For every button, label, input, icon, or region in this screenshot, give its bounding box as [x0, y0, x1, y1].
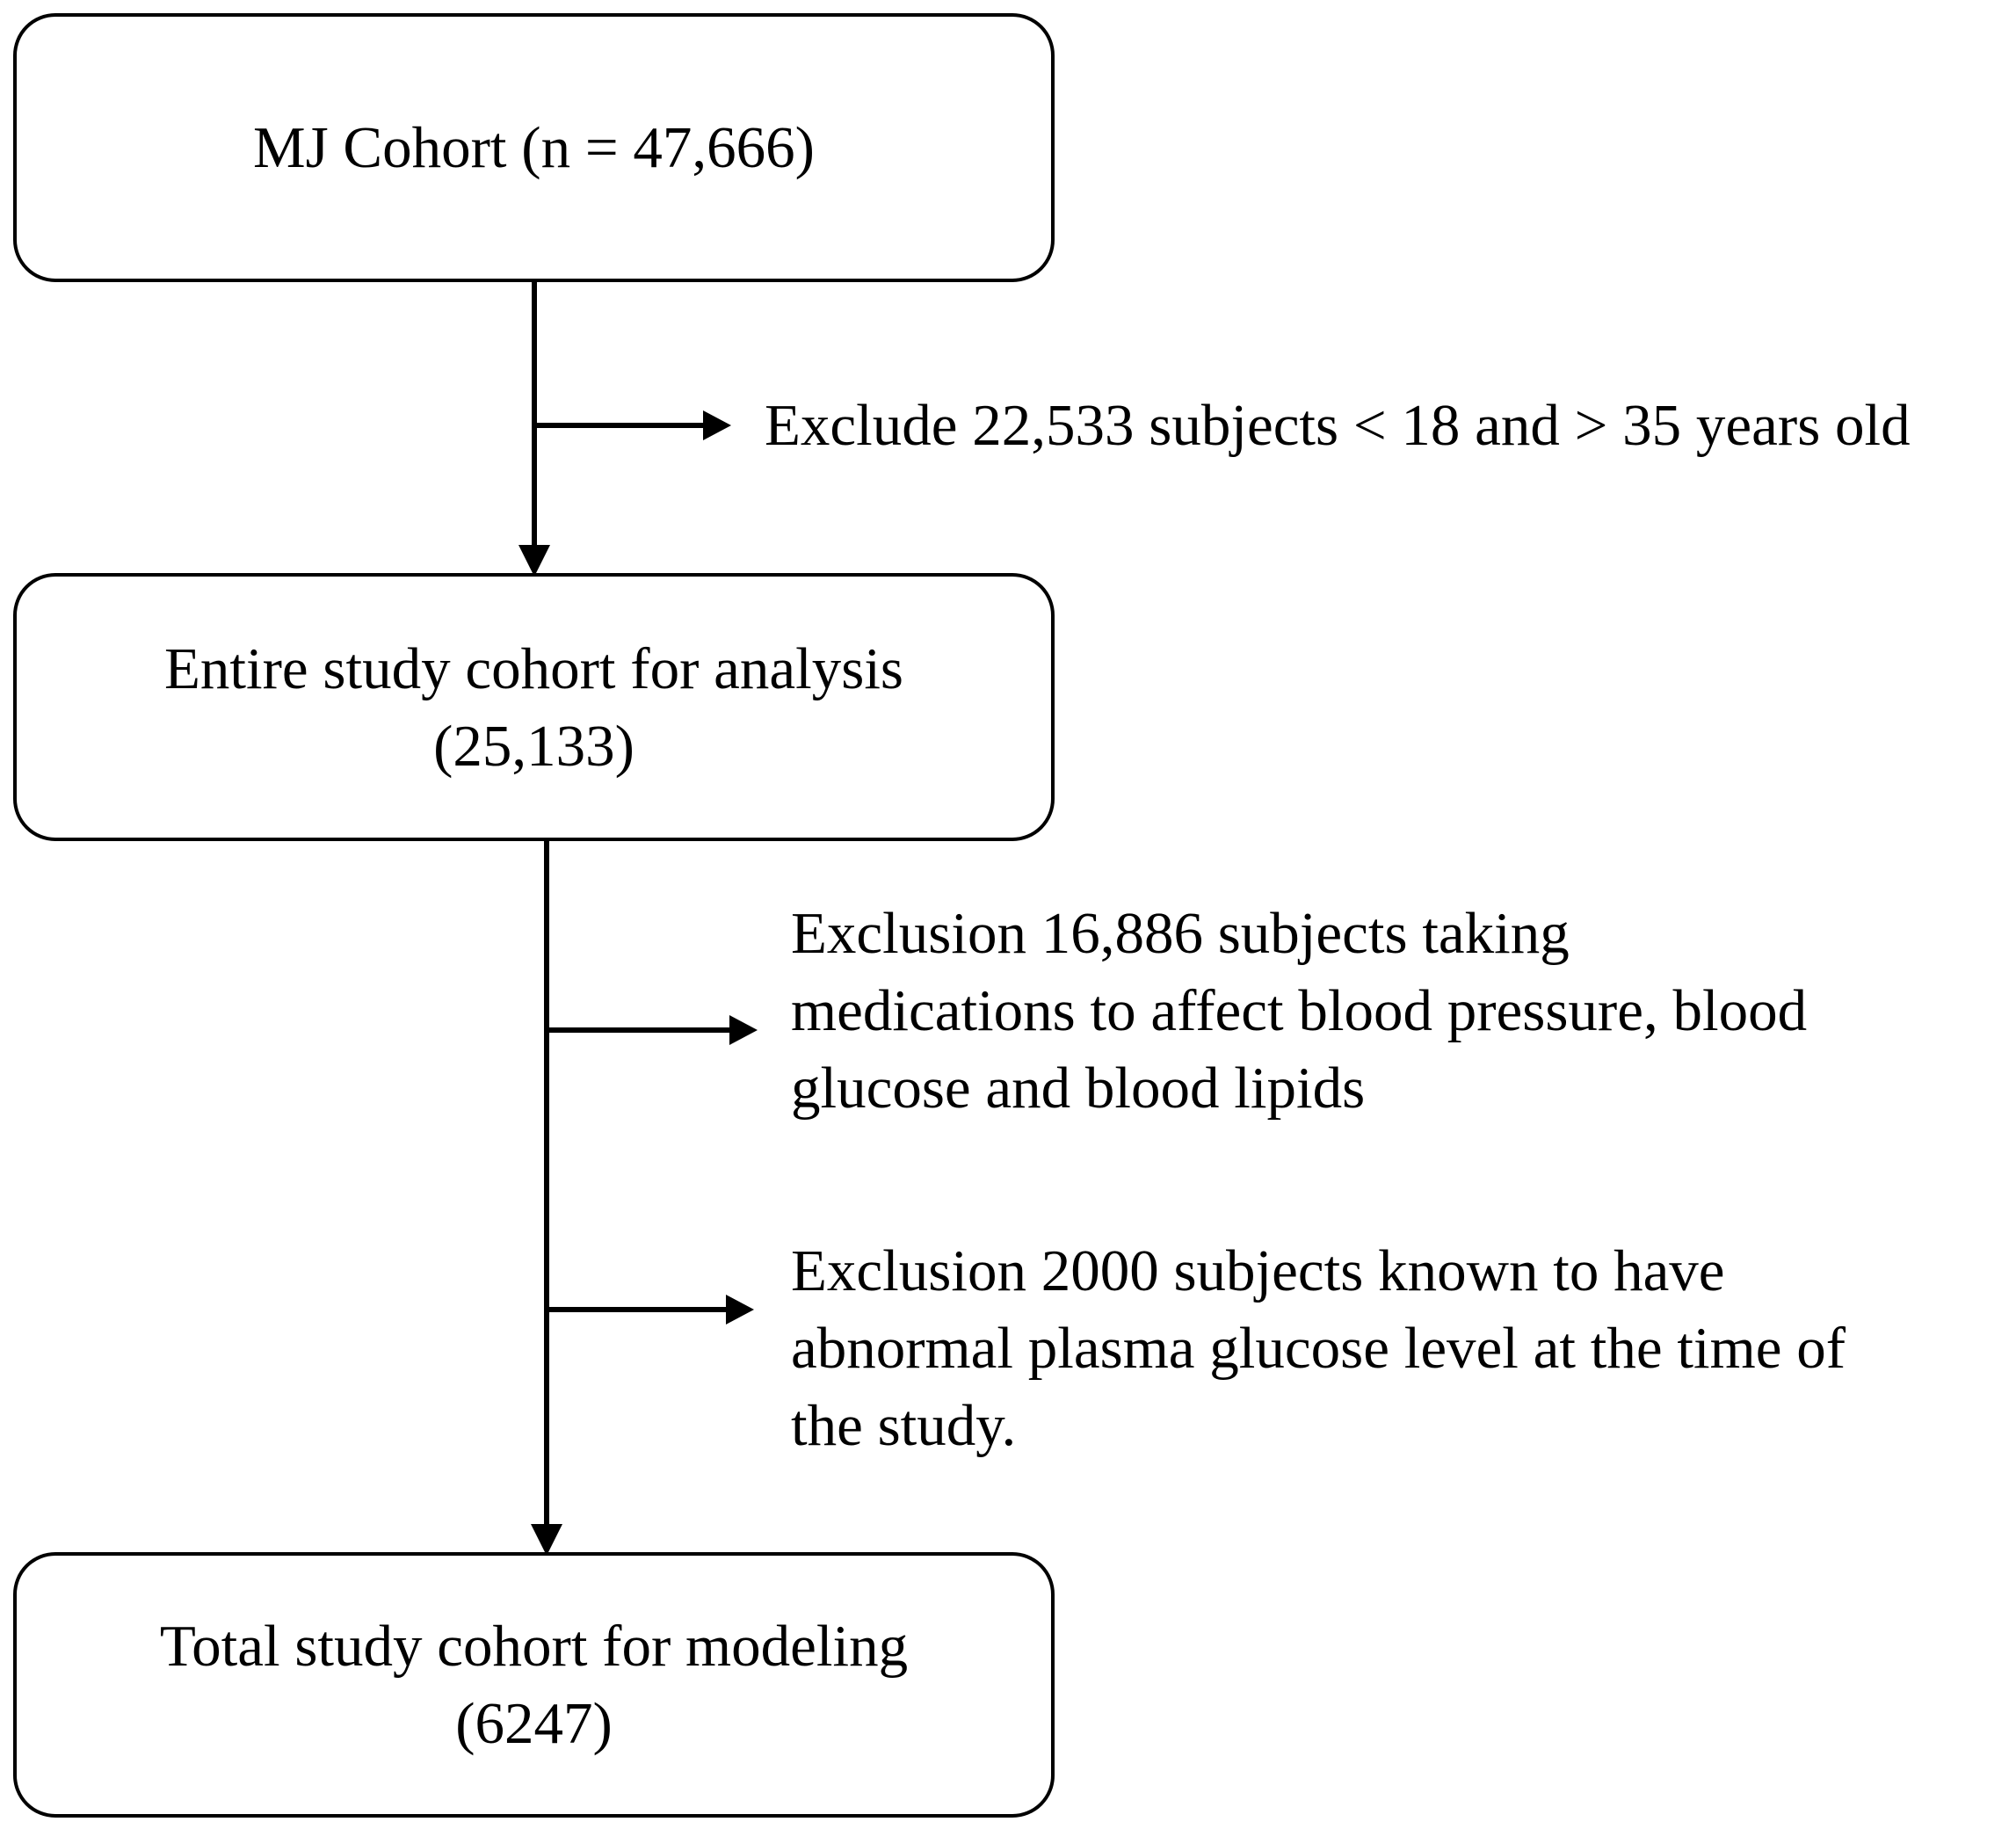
exclusion-note-medications-line-2: medications to affect blood pressure, bl…	[791, 978, 1808, 1043]
cohort-box-analysis-line-1: Entire study cohort for analysis	[163, 635, 904, 701]
exclusion-note-glucose-line-2: abnormal plasma glucose level at the tim…	[791, 1316, 1846, 1381]
cohort-box-modeling-line-2: (6247)	[455, 1691, 613, 1756]
exclusion-arrowhead-1	[703, 410, 731, 440]
exclusion-note-glucose-line-1: Exclusion 2000 subjects known to have	[791, 1238, 1725, 1303]
cohort-box-modeling: Total study cohort for modeling (6247)	[13, 1552, 1055, 1818]
cohort-box-modeling-line-1: Total study cohort for modeling	[159, 1614, 909, 1679]
cohort-box-mj-line-1: MJ Cohort (n = 47,666)	[253, 115, 815, 180]
exclusion-note-glucose: Exclusion 2000 subjects known to have ab…	[791, 1232, 1846, 1464]
exclusion-note-glucose-line-3: the study.	[791, 1393, 1017, 1458]
exclusion-note-medications: Exclusion 16,886 subjects taking medicat…	[791, 895, 1807, 1127]
cohort-box-analysis-line-2: (25,133)	[433, 713, 635, 779]
cohort-box-analysis: Entire study cohort for analysis (25,133…	[13, 573, 1055, 841]
flow-arrowhead-1-to-2	[519, 545, 550, 577]
exclusion-note-age: Exclude 22,533 subjects < 18 and > 35 ye…	[765, 387, 1911, 464]
exclusion-arrowhead-2	[729, 1015, 758, 1045]
exclusion-note-age-line-1: Exclude 22,533 subjects < 18 and > 35 ye…	[765, 393, 1911, 458]
flow-arrowhead-2-to-3	[531, 1524, 562, 1556]
exclusion-note-medications-line-3: glucose and blood lipids	[791, 1056, 1366, 1121]
exclusion-arrowhead-3	[726, 1295, 754, 1325]
cohort-box-mj: MJ Cohort (n = 47,666)	[13, 13, 1055, 282]
exclusion-note-medications-line-1: Exclusion 16,886 subjects taking	[791, 901, 1570, 966]
